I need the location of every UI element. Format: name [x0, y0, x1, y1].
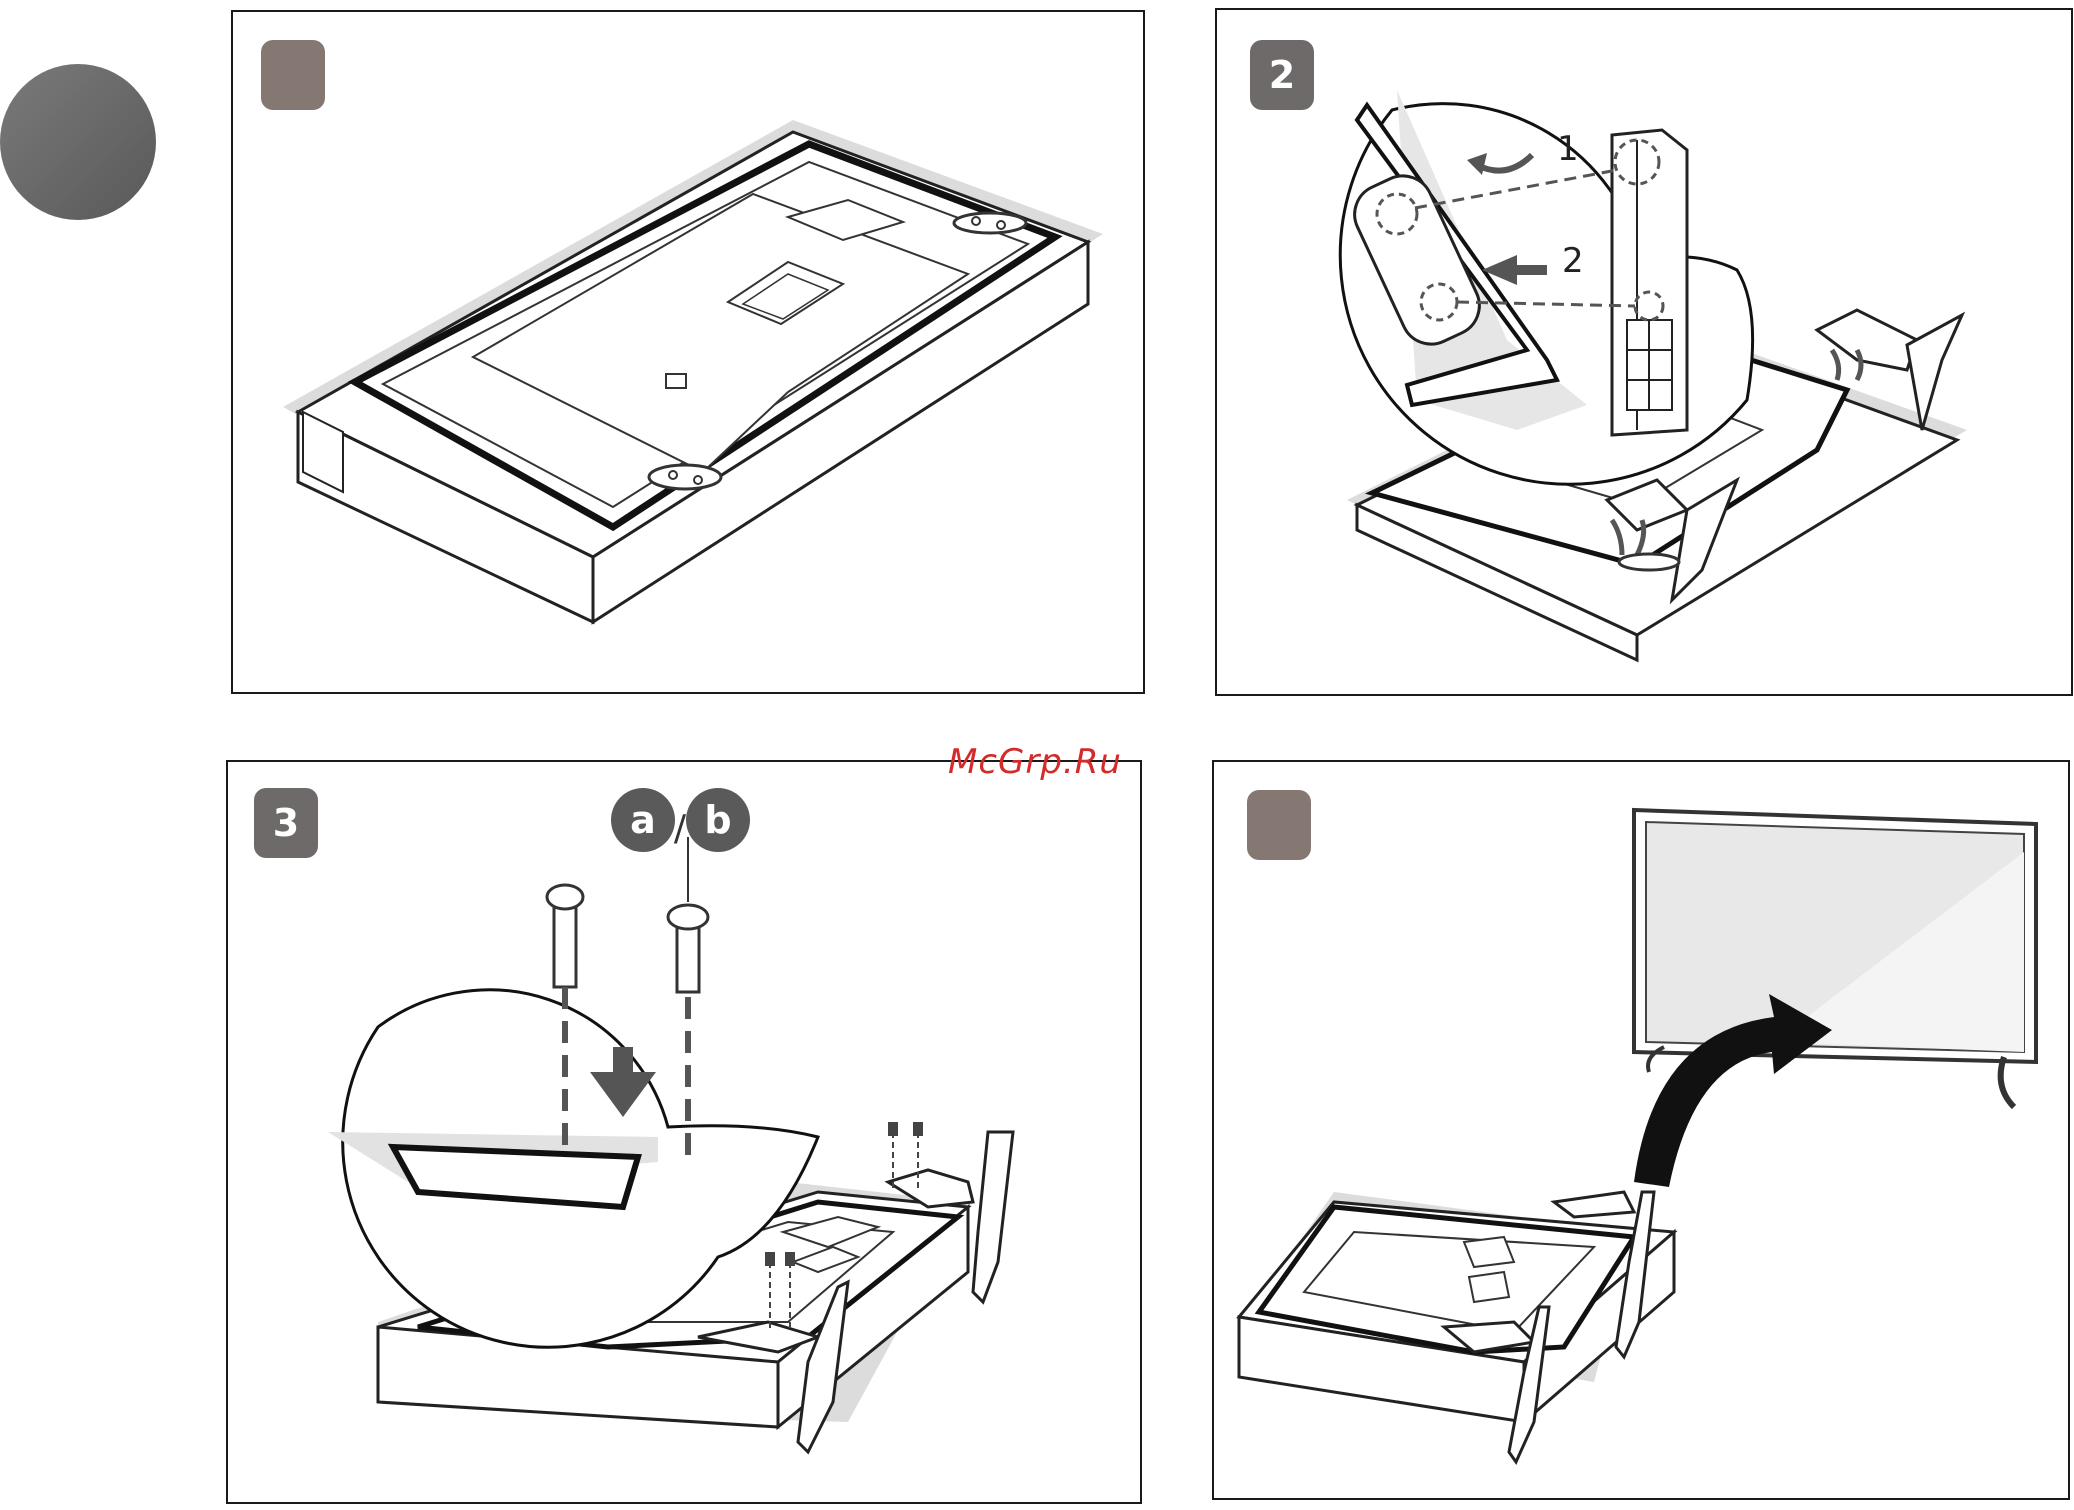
screw-fasten-illustration: a b / [228, 762, 1144, 1506]
step-4-panel [1212, 760, 2070, 1500]
section-tab-circle [0, 64, 156, 220]
step-3-panel: 3 [226, 760, 1142, 1504]
step-2-panel: 2 [1215, 8, 2073, 696]
callout-1-label: 1 [1557, 129, 1579, 169]
tv-face-down-on-box-illustration [233, 12, 1147, 696]
screw-label-b: b [704, 798, 731, 842]
screw-label-separator: / [674, 808, 687, 849]
step-1-panel [231, 10, 1145, 694]
watermark: McGrp.Ru [948, 742, 1122, 782]
lift-tv-upright-illustration [1214, 762, 2072, 1502]
stand-attach-illustration: 1 2 [1217, 10, 2074, 698]
screw-label-a: a [630, 798, 656, 842]
callout-2-label: 2 [1562, 241, 1584, 281]
